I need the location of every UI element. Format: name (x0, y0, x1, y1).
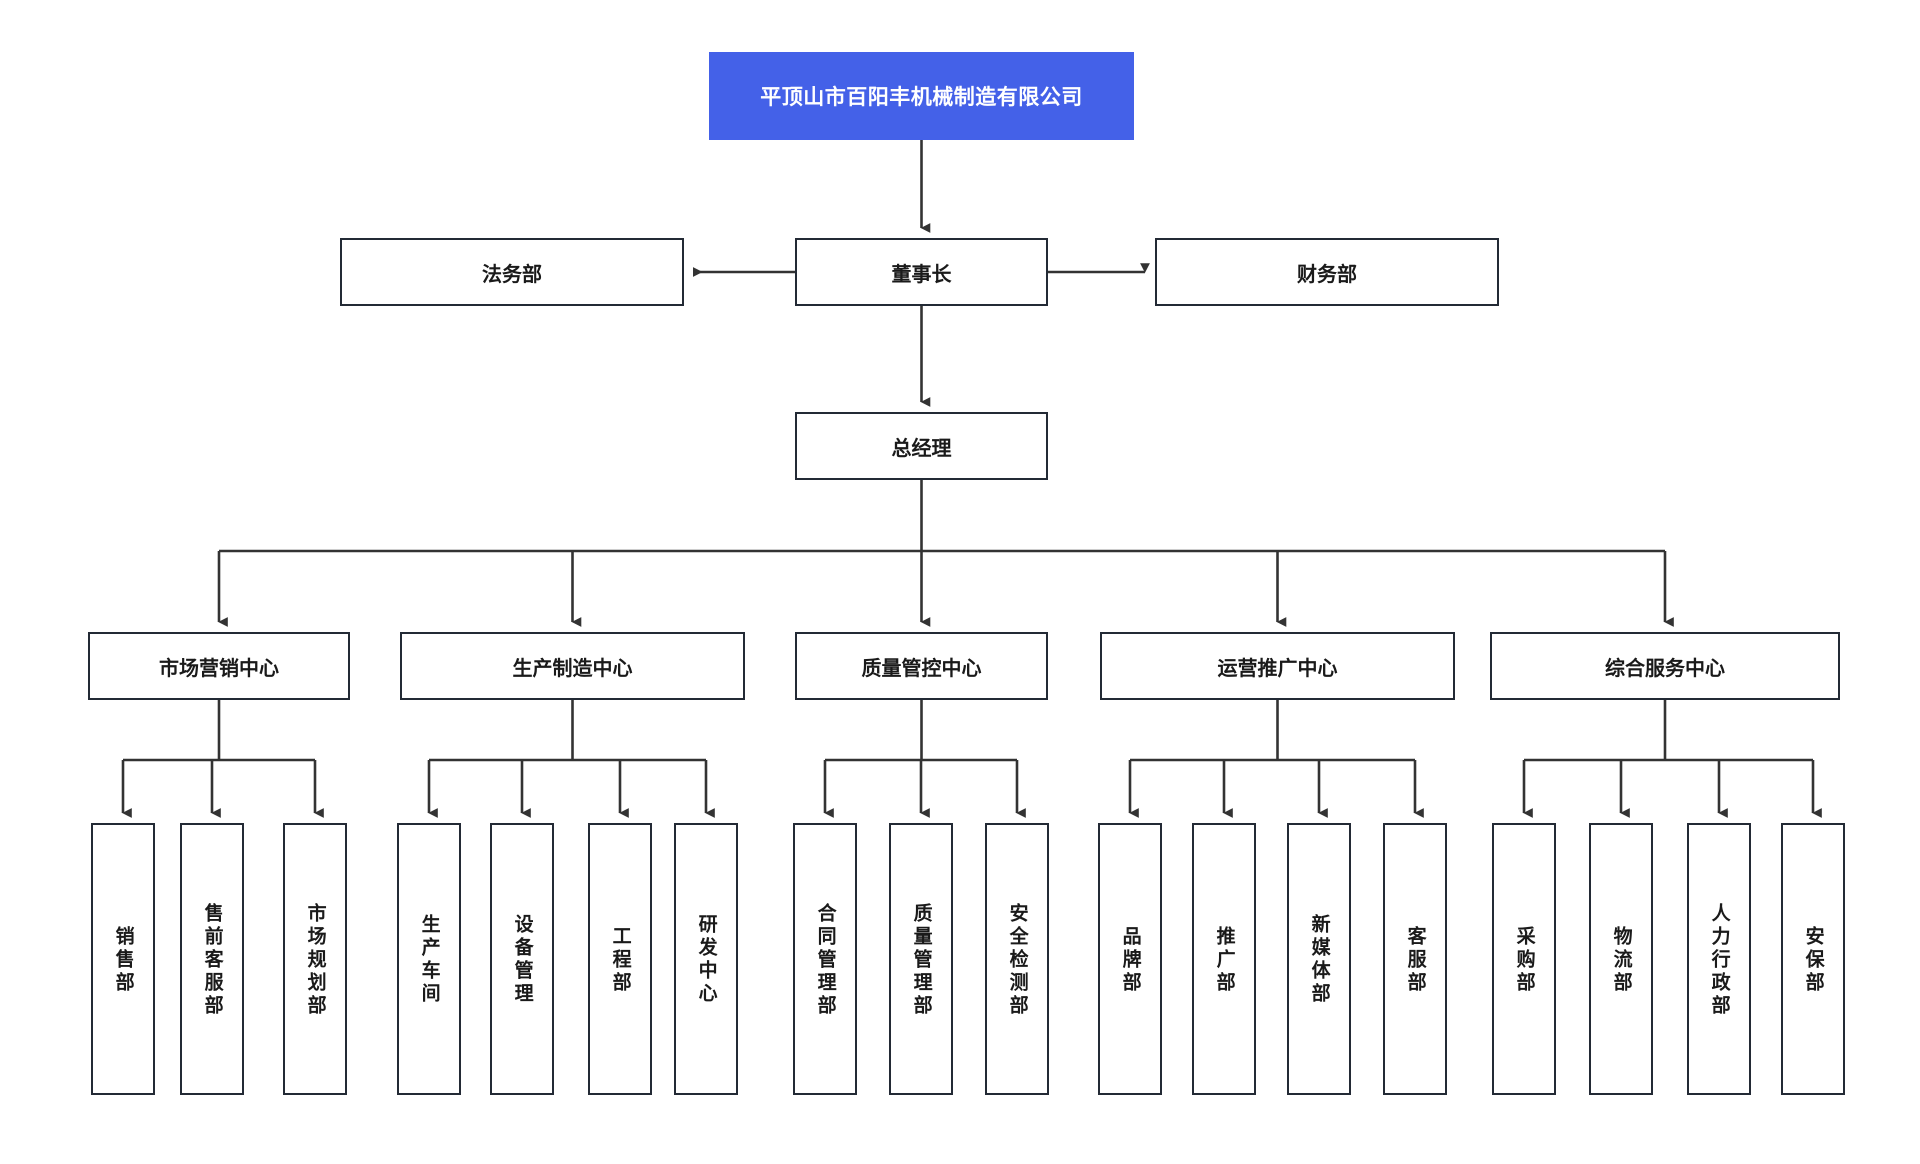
node-department[interactable]: 市场规划部 (283, 823, 347, 1095)
node-department[interactable]: 新媒体部 (1287, 823, 1351, 1095)
node-label: 销售部 (112, 925, 134, 995)
node-label: 客服部 (1404, 925, 1426, 995)
node-general-manager[interactable]: 总经理 (795, 412, 1048, 480)
node-center-5[interactable]: 综合服务中心 (1490, 632, 1840, 700)
node-center-2[interactable]: 生产制造中心 (400, 632, 745, 700)
node-label: 运营推广中心 (1217, 657, 1338, 680)
node-department[interactable]: 售前客服部 (180, 823, 244, 1095)
node-label: 生产制造中心 (512, 657, 633, 680)
node-department[interactable]: 人力行政部 (1687, 823, 1751, 1095)
node-department[interactable]: 销售部 (91, 823, 155, 1095)
node-department[interactable]: 合同管理部 (793, 823, 857, 1095)
node-company-root[interactable]: 平顶山市百阳丰机械制造有限公司 (709, 52, 1134, 140)
node-label: 财务部 (1297, 263, 1357, 286)
node-label: 市场规划部 (304, 902, 326, 1018)
node-department[interactable]: 生产车间 (397, 823, 461, 1095)
node-department[interactable]: 安保部 (1781, 823, 1845, 1095)
node-department[interactable]: 质量管理部 (889, 823, 953, 1095)
node-department[interactable]: 采购部 (1492, 823, 1556, 1095)
node-label: 董事长 (891, 263, 952, 286)
node-center-4[interactable]: 运营推广中心 (1100, 632, 1455, 700)
node-label: 生产车间 (418, 914, 440, 1006)
node-label: 法务部 (482, 263, 542, 286)
node-department[interactable]: 推广部 (1192, 823, 1256, 1095)
node-center-3[interactable]: 质量管控中心 (795, 632, 1048, 700)
node-label: 平顶山市百阳丰机械制造有限公司 (760, 86, 1083, 109)
node-label: 安保部 (1802, 925, 1824, 995)
node-label: 研发中心 (695, 914, 717, 1006)
node-finance-department[interactable]: 财务部 (1155, 238, 1499, 306)
node-chairman[interactable]: 董事长 (795, 238, 1048, 306)
node-label: 安全检测部 (1006, 902, 1028, 1018)
node-label: 推广部 (1213, 925, 1235, 995)
node-department[interactable]: 研发中心 (674, 823, 738, 1095)
node-label: 物流部 (1610, 925, 1632, 995)
node-department[interactable]: 工程部 (588, 823, 652, 1095)
node-label: 质量管理部 (910, 902, 932, 1018)
node-label: 市场营销中心 (159, 657, 279, 680)
node-label: 人力行政部 (1708, 902, 1730, 1018)
node-label: 工程部 (609, 925, 631, 995)
node-center-1[interactable]: 市场营销中心 (88, 632, 350, 700)
node-department[interactable]: 客服部 (1383, 823, 1447, 1095)
node-label: 质量管控中心 (861, 657, 982, 680)
node-department[interactable]: 物流部 (1589, 823, 1653, 1095)
node-department[interactable]: 设备管理 (490, 823, 554, 1095)
node-label: 综合服务中心 (1605, 657, 1725, 680)
node-label: 售前客服部 (201, 902, 223, 1018)
node-label: 采购部 (1513, 925, 1535, 995)
node-label: 新媒体部 (1308, 914, 1330, 1006)
node-label: 品牌部 (1119, 925, 1141, 995)
node-label: 设备管理 (511, 914, 533, 1006)
node-label: 总经理 (891, 437, 952, 460)
node-department[interactable]: 品牌部 (1098, 823, 1162, 1095)
node-label: 合同管理部 (814, 902, 836, 1018)
node-legal-department[interactable]: 法务部 (340, 238, 684, 306)
node-department[interactable]: 安全检测部 (985, 823, 1049, 1095)
